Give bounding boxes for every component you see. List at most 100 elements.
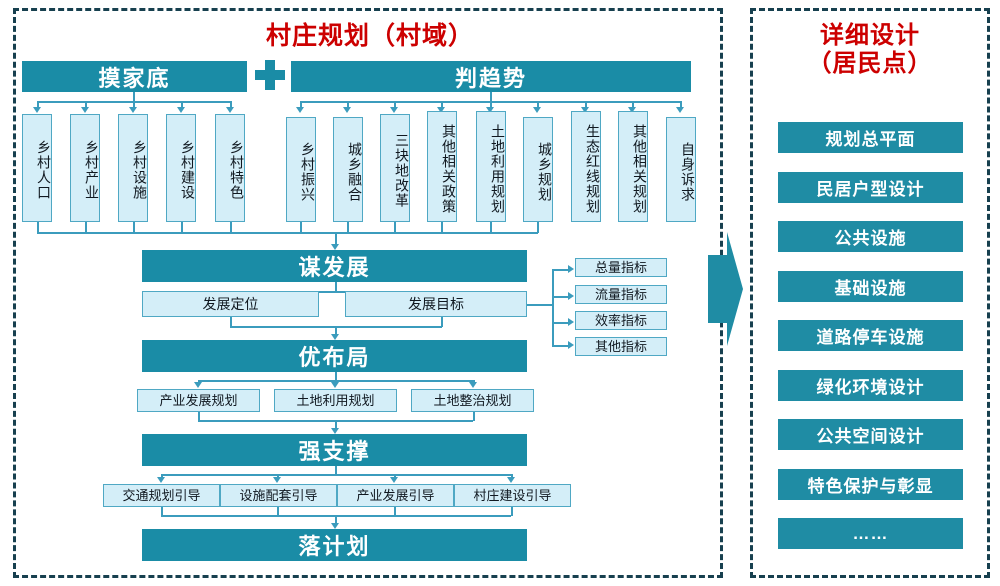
design-item-5[interactable]: 绿化环境设计: [778, 370, 963, 401]
trend-item-2[interactable]: 三块地改革: [380, 114, 410, 222]
support-child-0[interactable]: 交通规划引导: [103, 484, 220, 507]
connector: [161, 507, 163, 516]
plus-icon: [255, 60, 285, 90]
connector: [347, 222, 349, 233]
trend-item-8[interactable]: 自身诉求: [666, 117, 696, 222]
connector: [37, 232, 538, 234]
arrowhead: [296, 107, 304, 113]
support-child-2[interactable]: 产业发展引导: [337, 484, 454, 507]
connector: [552, 296, 570, 298]
arrowhead: [33, 107, 41, 113]
trend-item-1[interactable]: 城乡融合: [333, 117, 363, 222]
connector: [490, 222, 492, 233]
trend-item-0[interactable]: 乡村振兴: [286, 117, 316, 222]
connector: [133, 222, 135, 233]
connector: [394, 474, 396, 479]
arrowhead: [676, 107, 684, 113]
connector: [441, 101, 443, 109]
connector: [277, 474, 279, 479]
layout-child-1[interactable]: 土地利用规划: [274, 389, 397, 412]
arrowhead: [469, 382, 477, 388]
arrowhead: [486, 107, 494, 113]
indicator-0[interactable]: 总量指标: [575, 258, 667, 277]
stage-bar-develop[interactable]: 谋发展: [142, 250, 527, 282]
connector: [335, 372, 337, 381]
arrowhead: [331, 523, 339, 529]
design-item-2[interactable]: 公共设施: [778, 221, 963, 252]
arrowhead: [581, 107, 589, 113]
survey-item-4[interactable]: 乡村特色: [215, 114, 245, 222]
arrowhead: [177, 107, 185, 113]
connector: [335, 232, 337, 246]
connector: [230, 101, 232, 109]
survey-item-1[interactable]: 乡村产业: [70, 114, 100, 222]
arrowhead: [437, 107, 445, 113]
connector: [85, 101, 87, 109]
arrowhead: [81, 107, 89, 113]
design-item-7[interactable]: 特色保护与彰显: [778, 469, 963, 500]
connector: [441, 222, 443, 233]
arrowhead: [568, 292, 574, 300]
connector: [552, 269, 570, 271]
connector: [552, 322, 570, 324]
connector: [37, 101, 39, 109]
survey-item-3[interactable]: 乡村建设: [166, 114, 196, 222]
connector: [300, 222, 302, 233]
arrowhead: [331, 428, 339, 434]
arrowhead: [568, 265, 574, 273]
layout-child-0[interactable]: 产业发展规划: [137, 389, 260, 412]
design-item-8[interactable]: ……: [778, 518, 963, 549]
connector: [335, 466, 337, 475]
develop-child-1[interactable]: 发展目标: [345, 291, 527, 317]
connector: [537, 222, 539, 233]
connector: [277, 507, 279, 516]
trend-item-4[interactable]: 土地利用规划: [476, 111, 506, 222]
connector: [441, 317, 443, 327]
stage-bar-layout[interactable]: 优布局: [142, 340, 527, 372]
right-panel-title: 详细设计 （居民点）: [760, 22, 980, 79]
header-bar-survey[interactable]: 摸家底: [22, 61, 247, 92]
indicator-3[interactable]: 其他指标: [575, 337, 667, 356]
arrowhead: [226, 107, 234, 113]
trend-item-3[interactable]: 其他相关政策: [427, 111, 457, 222]
transition-arrow-icon: [708, 232, 743, 346]
connector: [490, 101, 492, 109]
support-child-3[interactable]: 村庄建设引导: [454, 484, 571, 507]
arrowhead: [129, 107, 137, 113]
trend-item-5[interactable]: 城乡规划: [523, 117, 553, 222]
design-item-1[interactable]: 民居户型设计: [778, 172, 963, 203]
connector: [230, 222, 232, 233]
stage-bar-support[interactable]: 强支撑: [142, 434, 527, 466]
connector: [537, 101, 539, 109]
trend-item-7[interactable]: 其他相关规划: [618, 111, 648, 222]
layout-child-2[interactable]: 土地整治规划: [411, 389, 534, 412]
indicator-2[interactable]: 效率指标: [575, 311, 667, 330]
right-panel-title-line2: （居民点）: [807, 50, 933, 78]
connector: [552, 345, 570, 347]
trend-item-6[interactable]: 生态红线规划: [571, 111, 601, 222]
arrowhead: [343, 107, 351, 113]
header-bar-trend[interactable]: 判趋势: [291, 61, 691, 92]
survey-item-0[interactable]: 乡村人口: [22, 114, 52, 222]
connector: [198, 412, 200, 421]
indicator-1[interactable]: 流量指标: [575, 285, 667, 304]
survey-item-2[interactable]: 乡村设施: [118, 114, 148, 222]
arrowhead: [390, 477, 398, 483]
connector: [230, 317, 232, 327]
arrowhead: [390, 107, 398, 113]
connector: [37, 222, 39, 233]
develop-child-0[interactable]: 发展定位: [142, 291, 319, 317]
connector: [133, 101, 135, 109]
stage-bar-plan[interactable]: 落计划: [142, 529, 527, 561]
connector: [133, 92, 135, 102]
design-item-6[interactable]: 公共空间设计: [778, 419, 963, 450]
connector: [198, 380, 473, 382]
connector: [680, 101, 682, 109]
connector: [335, 515, 337, 525]
support-child-1[interactable]: 设施配套引导: [220, 484, 337, 507]
connector: [511, 474, 513, 479]
connector: [552, 269, 554, 345]
design-item-0[interactable]: 规划总平面: [778, 122, 963, 153]
design-item-4[interactable]: 道路停车设施: [778, 320, 963, 351]
design-item-3[interactable]: 基础设施: [778, 271, 963, 302]
